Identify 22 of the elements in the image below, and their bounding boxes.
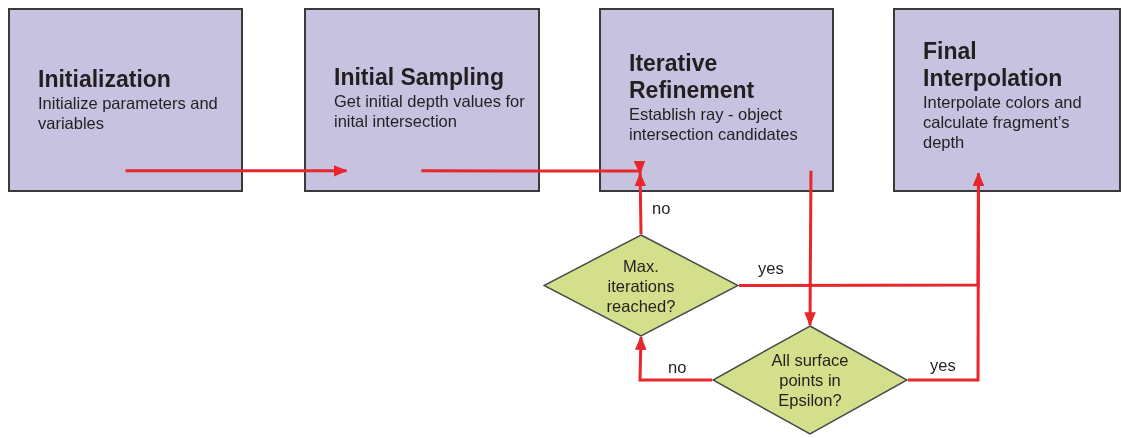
box-description: Initialize parameters and variables [38, 93, 219, 133]
decision-diamond [712, 325, 908, 435]
process-box [599, 8, 834, 192]
decision-text: All surface points in Epsilon? [770, 350, 850, 410]
process-box [8, 8, 243, 192]
box-description: Get initial depth values for inital intersection [334, 91, 526, 131]
arrow [421, 160, 646, 175]
arrow [634, 172, 647, 235]
arrow [908, 172, 985, 382]
arrow [125, 165, 348, 177]
process-box [304, 8, 540, 192]
decision-diamond [543, 234, 739, 337]
box-description: Establish ray - object intersection candidates [629, 104, 799, 144]
box-heading: Iterative Refinement [629, 50, 756, 104]
box-heading: Initial Sampling [334, 64, 505, 91]
arrow [634, 335, 712, 382]
process-box [893, 8, 1121, 192]
arrow [804, 170, 816, 327]
box-description: Interpolate colors and calculate fragment’s depth [923, 92, 1083, 152]
box-heading: Final Interpolation [923, 38, 1064, 92]
decision-text: Max. iterations reached? [605, 255, 677, 316]
box-heading: Initialization [38, 66, 172, 93]
